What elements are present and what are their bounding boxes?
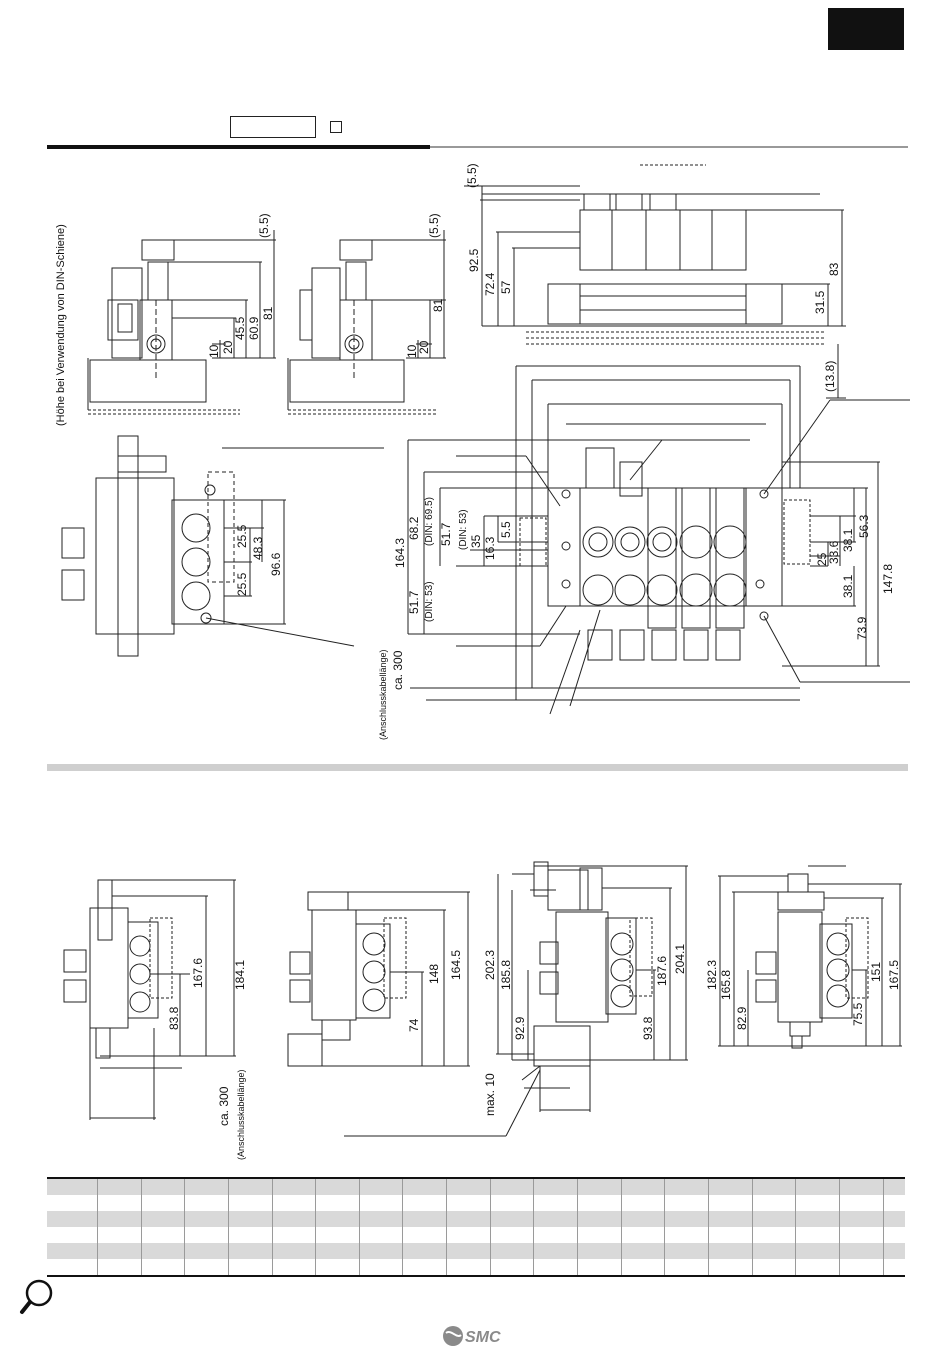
dim-label: 16.3 <box>483 536 497 560</box>
variant-view-1 <box>63 879 236 1120</box>
dim-label: 165.8 <box>719 970 733 1000</box>
dim-label: 167.5 <box>887 960 901 990</box>
table-row <box>47 1243 905 1259</box>
dim-label: 51.7 <box>407 590 421 614</box>
dim-label: 147.8 <box>881 564 895 594</box>
dim-label: 164.5 <box>449 950 463 980</box>
dim-label: 5.5 <box>499 521 513 538</box>
dim-label: 48.3 <box>251 536 265 560</box>
cable-note: ca. 300 <box>217 1086 231 1126</box>
table-row <box>47 1195 905 1211</box>
dim-label: 81 <box>431 298 445 312</box>
dim-label: 45.5 <box>233 316 247 340</box>
cable-note-sub: (Anschlusskabellänge) <box>236 1069 246 1160</box>
spec-table <box>47 1177 905 1277</box>
search-icon[interactable] <box>18 1278 54 1318</box>
table-row <box>47 1177 905 1195</box>
dim-label: 35 <box>469 534 483 548</box>
dim-label: 182.3 <box>705 960 719 990</box>
dim-label: 74 <box>407 1018 421 1032</box>
dim-label: 51.7 <box>439 522 453 546</box>
dim-label: 10 <box>207 344 221 358</box>
dim-label: 25.5 <box>235 524 249 548</box>
variant-view-4 <box>718 865 902 1049</box>
dim-label: (5.5) <box>465 163 479 188</box>
dim-label: 73.9 <box>855 616 869 640</box>
table-row <box>47 1259 905 1277</box>
dim-label: (DIN: 53) <box>458 509 469 550</box>
dim-label: 38.1 <box>841 574 855 598</box>
corner-tab <box>828 8 904 50</box>
dim-label: 10 <box>405 344 419 358</box>
dim-label: 72.4 <box>483 272 497 296</box>
dim-label: (DIN: 69.5) <box>424 497 435 546</box>
dim-label: 57 <box>499 280 513 294</box>
cable-note: ca. 300 <box>391 650 405 690</box>
plan-view-manifold <box>407 365 910 715</box>
section-rule-dark <box>47 145 430 149</box>
dim-label: (DIN: 53) <box>424 581 435 622</box>
dim-label: 184.1 <box>233 960 247 990</box>
dim-label: 148 <box>427 964 441 984</box>
dim-label: (13.8) <box>823 361 837 392</box>
dim-label: 167.6 <box>191 958 205 988</box>
dim-label: 38.1 <box>841 528 855 552</box>
dim-label: 164.3 <box>393 538 407 568</box>
section-band <box>47 764 908 771</box>
front-view-right <box>464 164 846 399</box>
dim-label: (5.5) <box>427 213 441 238</box>
dim-label: 92.5 <box>467 248 481 272</box>
dim-label: 31.5 <box>813 290 827 314</box>
dim-label: 202.3 <box>483 950 497 980</box>
cable-note-sub: (Anschlusskabellänge) <box>378 649 388 740</box>
variant-view-3 <box>344 861 688 1137</box>
dim-label: 185.8 <box>499 960 513 990</box>
dim-label: 92.9 <box>513 1016 527 1040</box>
checkbox-icon <box>330 121 342 133</box>
dim-label: 68.2 <box>407 516 421 540</box>
dim-label: 187.6 <box>655 956 669 986</box>
svg-text:SMC: SMC <box>465 1329 501 1346</box>
dim-label: (5.5) <box>257 213 271 238</box>
dim-label: 56.3 <box>857 514 871 538</box>
side-view-left <box>87 230 276 415</box>
dim-label: 151 <box>869 962 883 982</box>
dim-label: 20 <box>221 340 235 354</box>
dimension-labels: (5.5) 81 60.9 45.5 20 10 (5.5) 81 20 10 … <box>55 163 901 1160</box>
dim-label: 81 <box>261 306 275 320</box>
section-rule-grey <box>430 146 908 148</box>
dim-label: 204.1 <box>673 944 687 974</box>
dim-label: 60.9 <box>247 316 261 340</box>
variant-view-2 <box>287 891 470 1067</box>
dim-label: 83.8 <box>167 1006 181 1030</box>
dim-label: 82.9 <box>735 1006 749 1030</box>
table-row <box>47 1227 905 1243</box>
dim-label: 33.6 <box>827 540 841 564</box>
smc-logo-icon: SMC <box>442 1325 510 1347</box>
dim-label: 20 <box>417 340 431 354</box>
dim-label: 25.5 <box>235 572 249 596</box>
side-view-mid <box>287 230 446 415</box>
model-code-box <box>230 116 316 138</box>
dim-label: 75.5 <box>851 1002 865 1026</box>
table-row <box>47 1211 905 1227</box>
dim-label: 96.6 <box>269 552 283 576</box>
dim-label: 83 <box>827 262 841 276</box>
rail-note-line1: (Höhe bei Verwendung von DIN-Schiene) <box>55 224 67 426</box>
dim-label: 25 <box>815 552 829 566</box>
dim-label: max. 10 <box>483 1073 497 1116</box>
dim-label: 93.8 <box>641 1016 655 1040</box>
plan-view-single <box>61 435 384 657</box>
